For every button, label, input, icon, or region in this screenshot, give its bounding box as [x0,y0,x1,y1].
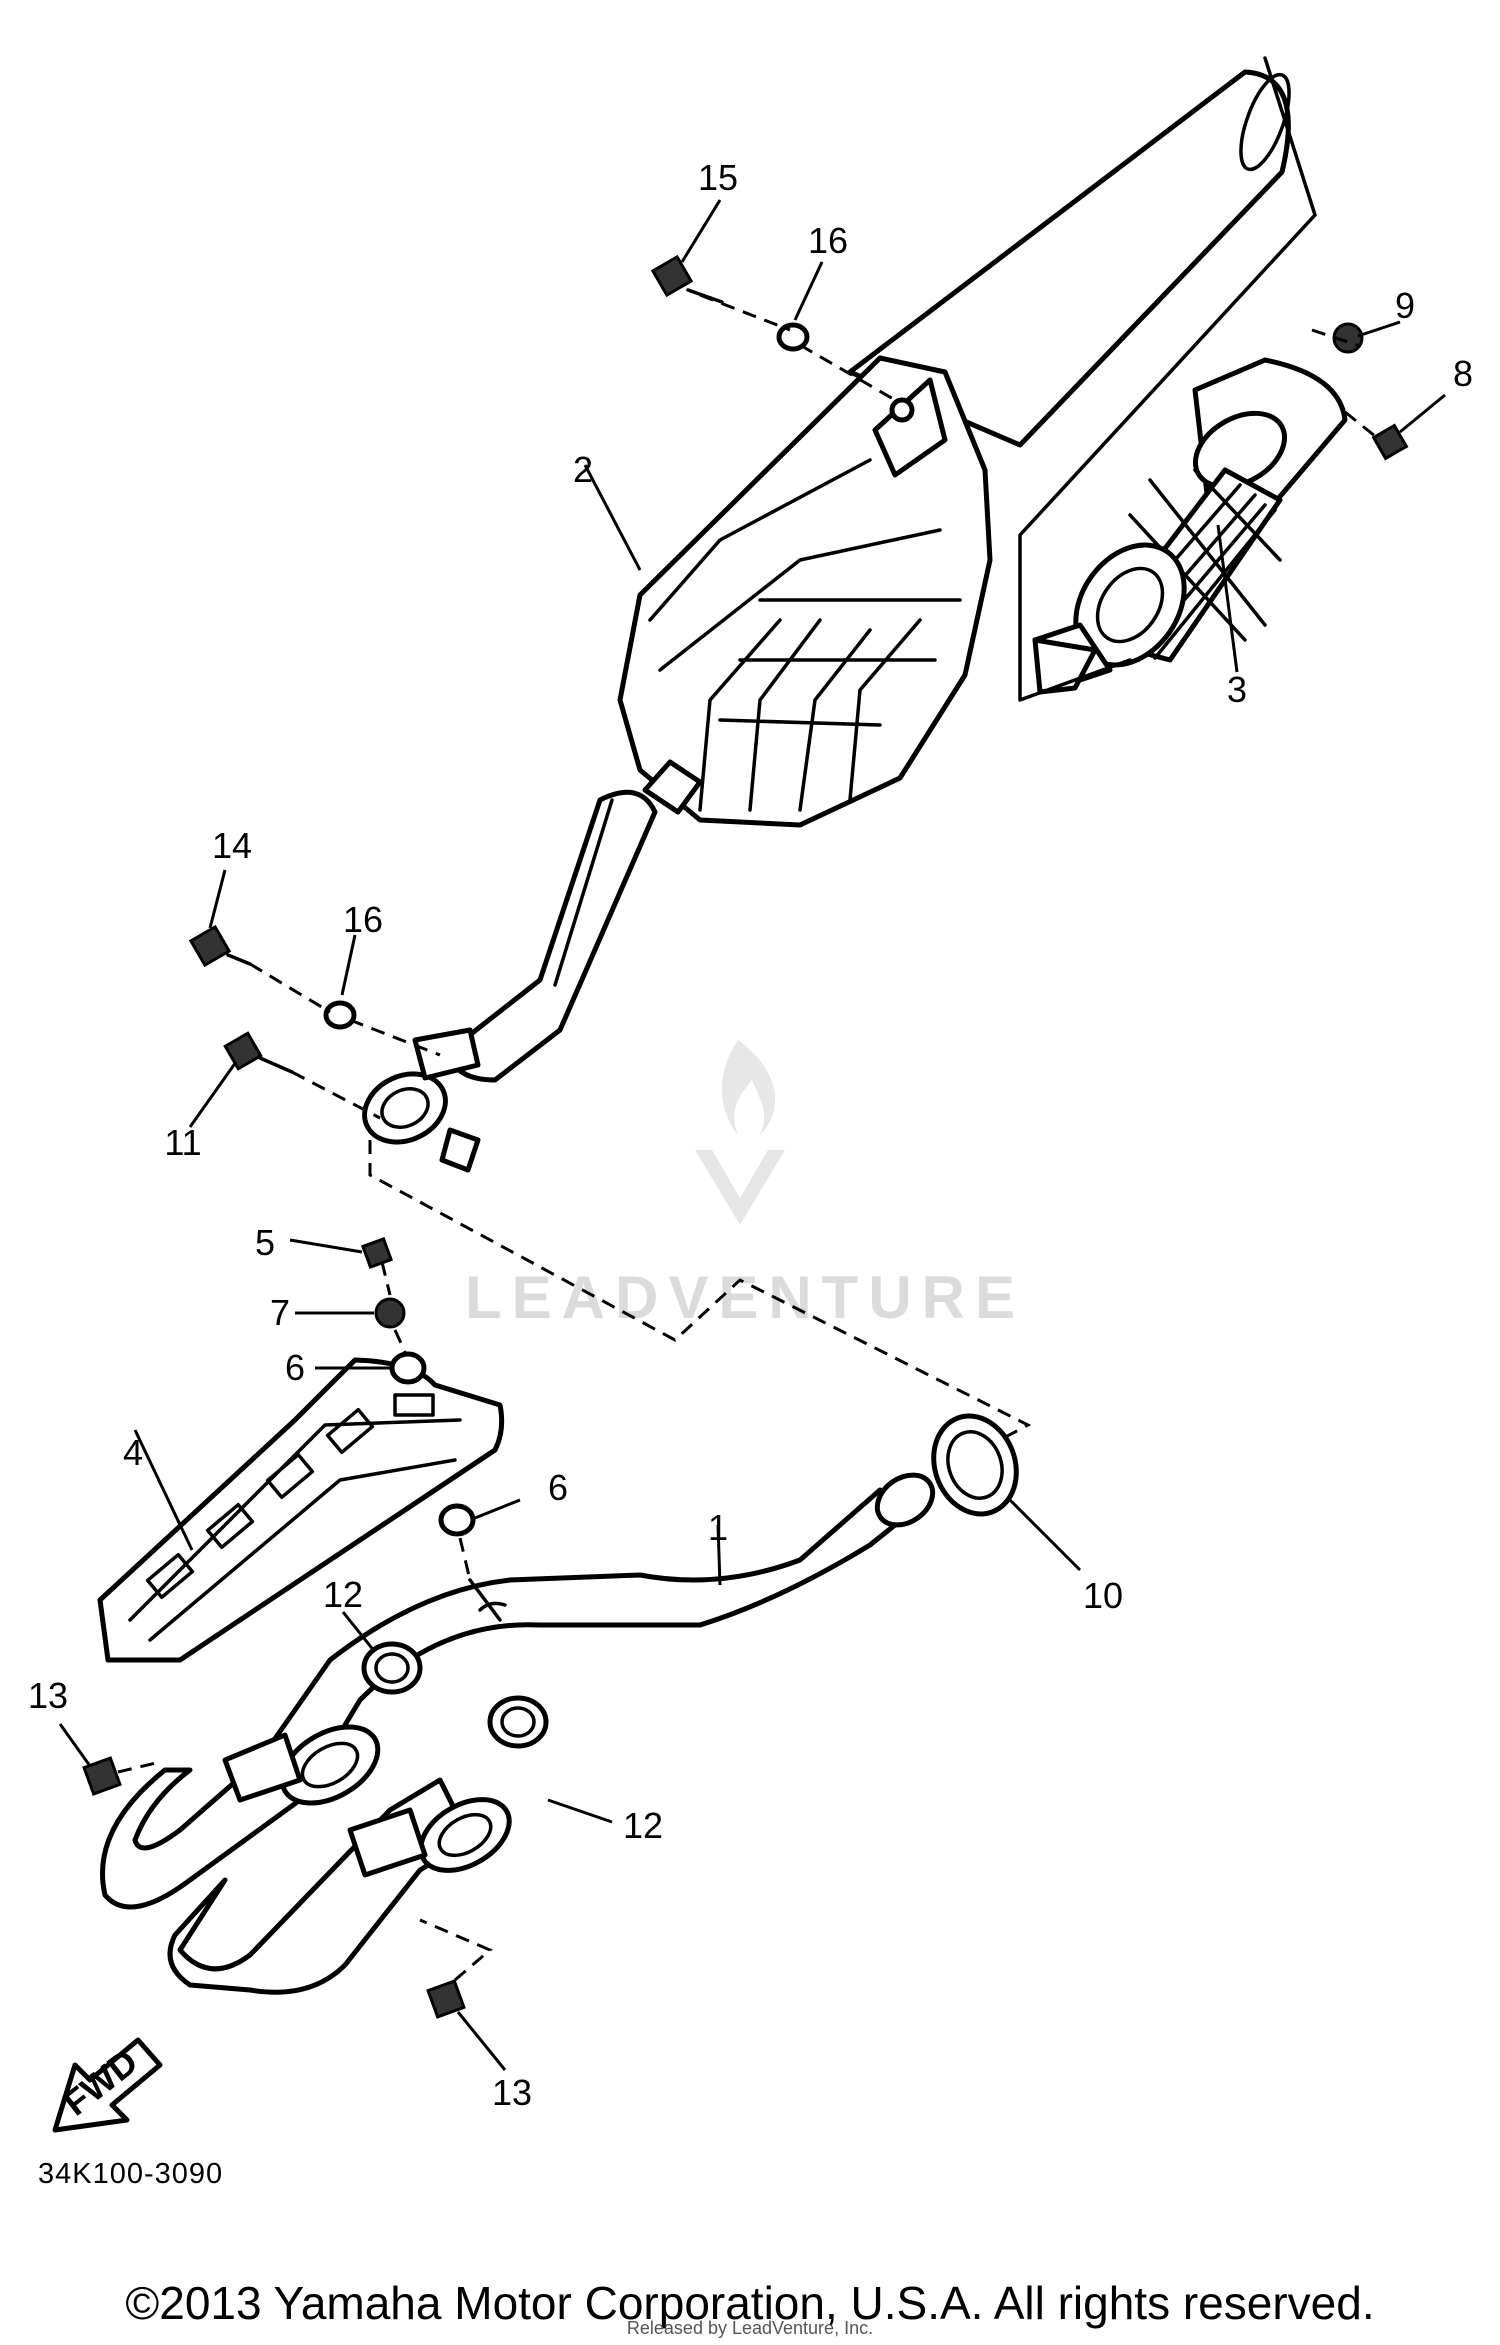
heat-shield [97,1357,505,1663]
joint-10 [931,1413,1019,1517]
nut-7 [374,1297,406,1329]
callout-14: 14 [212,825,252,866]
grommet-6-upper [389,1351,427,1385]
callout-5: 5 [255,1222,275,1263]
grommet-6-lower [438,1503,476,1537]
exploded-box-line [1018,56,1317,702]
callout-6-lower: 6 [548,1467,568,1508]
gasket-12-upper [361,1641,423,1695]
callout-2: 2 [573,449,593,490]
callout-11: 11 [164,1122,201,1163]
spark-arrestor [1032,357,1348,695]
bolt-5 [360,1236,394,1270]
callout-4: 4 [123,1432,143,1473]
bolt-15 [650,254,724,304]
callout-12-lower: 12 [623,1805,663,1846]
callout-13-right: 13 [492,2072,532,2113]
callout-3: 3 [1227,669,1247,710]
bolt-14 [188,924,252,968]
copyright-notice: ©2013 Yamaha Motor Corporation, U.S.A. A… [125,2277,1375,2329]
exhaust-pipe [100,1472,936,1995]
fwd-arrow: FWD [52,2037,163,2133]
callout-12-upper: 12 [323,1574,363,1615]
nut-13-left [82,1756,122,1796]
nut-13-right [426,1979,466,2019]
callout-13-left: 13 [28,1675,68,1716]
part-number: 34K100-3090 [38,2158,224,2190]
callout-7: 7 [270,1292,290,1333]
watermark-text: LEADVENTURE [465,1264,1025,1331]
gasket-12-lower [487,1695,549,1749]
muffler-assembly [445,69,1291,1083]
callout-15: 15 [698,157,738,198]
washer-16-upper [776,322,810,352]
callout-16-lower: 16 [343,899,383,940]
callout-9: 9 [1395,285,1415,326]
bolt-11 [223,1031,294,1074]
leadventure-watermark: LEADVENTURE [465,1040,1025,1331]
callout-16-upper: 16 [808,220,848,261]
released-by-notice: Released by LeadVenture, Inc. [626,2318,874,2338]
callout-10: 10 [1083,1575,1123,1616]
bolt-8 [1371,423,1409,461]
callout-6-upper: 6 [285,1347,305,1388]
washer-16-lower [323,1000,357,1030]
callout-1: 1 [708,1507,728,1548]
muffler-inlet-clamp [362,1027,481,1173]
callout-8: 8 [1453,353,1473,394]
